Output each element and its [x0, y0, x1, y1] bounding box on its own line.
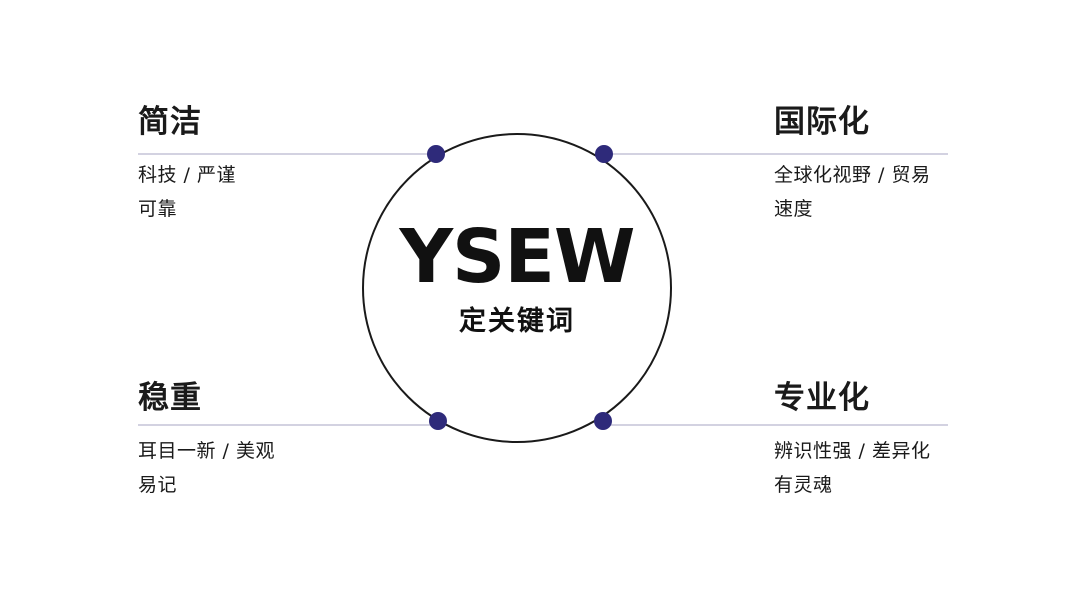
- keyword-block-professional: 专业化 辨识性强 / 差异化 有灵魂: [774, 380, 994, 497]
- center-circle: [362, 133, 672, 443]
- keyword-title: 简洁: [138, 104, 202, 140]
- connector-dot-top-right: [595, 145, 613, 163]
- keyword-description-line: 耳目一新 / 美观: [138, 440, 275, 462]
- connector-dot-bottom-right: [594, 412, 612, 430]
- keyword-description-line: 可靠: [138, 198, 178, 220]
- keyword-block-steady: 稳重 耳目一新 / 美观 易记: [138, 380, 358, 497]
- keyword-description-line: 科技 / 严谨: [138, 164, 236, 186]
- keyword-description: 耳目一新 / 美观 易记: [138, 434, 275, 502]
- keyword-description: 辨识性强 / 差异化 有灵魂: [774, 434, 930, 502]
- keyword-description-line: 辨识性强 / 差异化: [774, 440, 931, 462]
- keyword-description: 全球化视野 / 贸易 速度: [774, 158, 930, 226]
- keyword-description-line: 速度: [774, 198, 814, 220]
- keyword-title: 国际化: [774, 104, 870, 140]
- keyword-description-line: 易记: [138, 474, 178, 496]
- keyword-title: 稳重: [138, 380, 202, 416]
- keyword-block-international: 国际化 全球化视野 / 贸易 速度: [774, 104, 994, 221]
- keyword-description-line: 全球化视野 / 贸易: [774, 164, 931, 186]
- keyword-description: 科技 / 严谨 可靠: [138, 158, 236, 226]
- connector-dot-bottom-left: [429, 412, 447, 430]
- center-subtitle: 定关键词: [459, 306, 575, 337]
- keyword-title: 专业化: [774, 380, 870, 416]
- brand-name: YSEW: [399, 214, 635, 300]
- keyword-block-simple: 简洁 科技 / 严谨 可靠: [138, 104, 358, 221]
- keyword-description-line: 有灵魂: [774, 474, 833, 496]
- connector-dot-top-left: [427, 145, 445, 163]
